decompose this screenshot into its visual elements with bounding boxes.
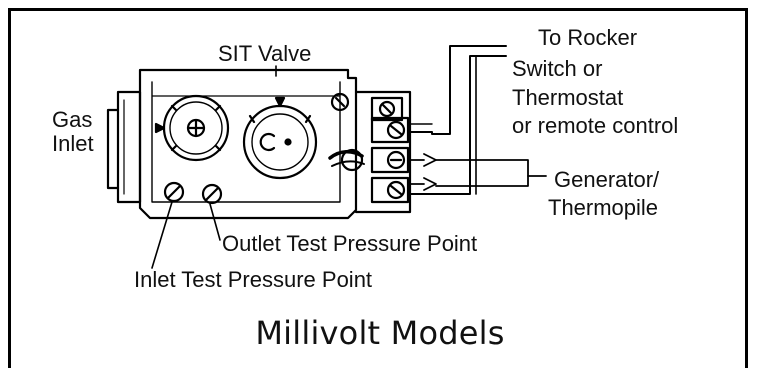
inlet-leader — [151, 201, 173, 269]
to-rocker-label-4: or remote control — [512, 113, 679, 138]
generator-label-2: Thermopile — [548, 195, 659, 220]
gas-inlet-label-1: Gas — [52, 107, 93, 132]
page-title: Millivolt Models — [255, 314, 505, 352]
terminal-block — [328, 90, 412, 214]
gas-inlet-label-2: Inlet — [52, 131, 94, 156]
inlet-test-screw — [163, 181, 185, 203]
pressure-regulator — [242, 96, 318, 180]
outlet-leader — [209, 203, 221, 241]
sit-valve-label: SIT Valve — [218, 41, 312, 66]
to-rocker-label-2: Switch or — [512, 56, 603, 81]
valve-body — [138, 68, 358, 220]
to-rocker-label-3: Thermostat — [512, 85, 624, 110]
control-knob-left — [154, 94, 230, 162]
gas-inlet-pipe — [106, 90, 142, 204]
outlet-test-label: Outlet Test Pressure Point — [222, 231, 478, 256]
rocker-wires — [409, 45, 507, 195]
to-rocker-label-1: To Rocker — [538, 25, 638, 50]
outlet-test-screw — [201, 183, 223, 205]
inlet-test-label: Inlet Test Pressure Point — [134, 267, 373, 292]
generator-wires — [409, 153, 547, 191]
generator-label-1: Generator/ — [554, 167, 660, 192]
diagram-frame — [8, 8, 748, 368]
